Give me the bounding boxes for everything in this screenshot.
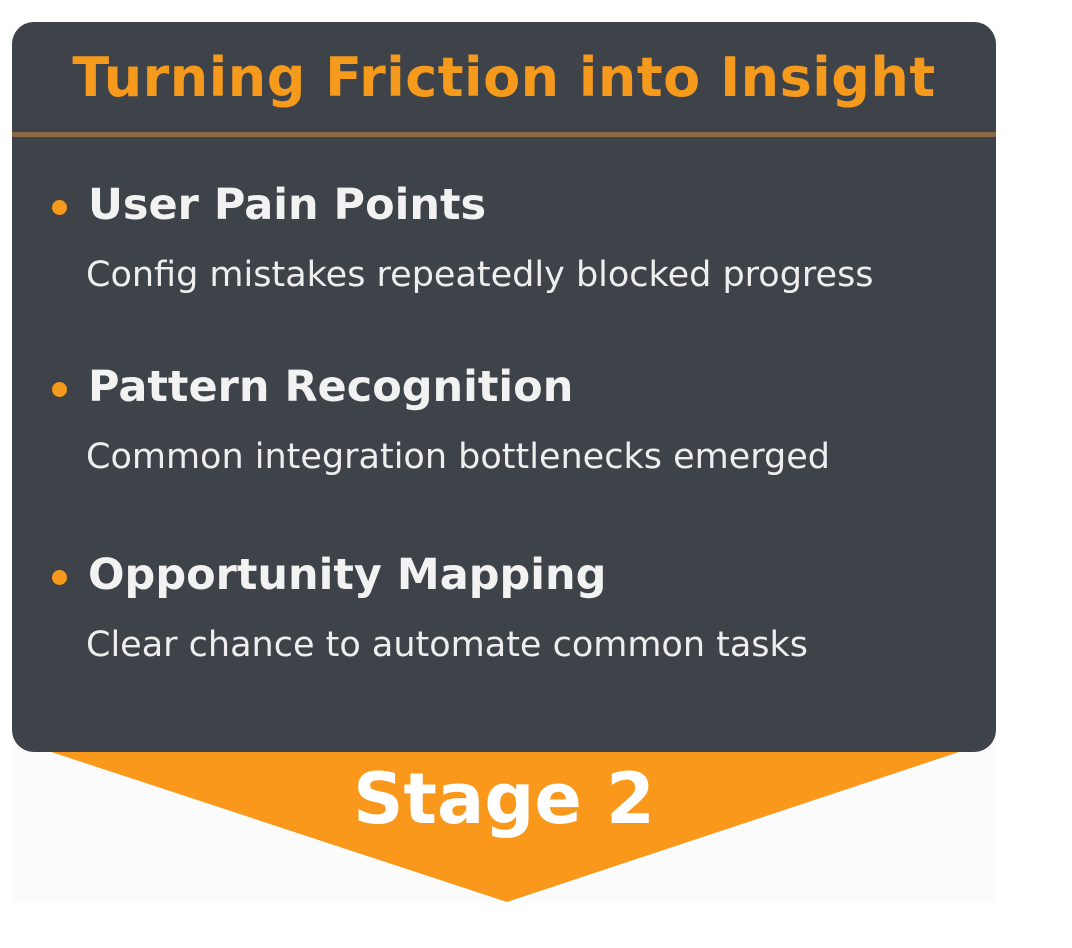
- item-heading: Opportunity Mapping: [88, 550, 607, 600]
- item-heading: Pattern Recognition: [88, 362, 574, 412]
- item-description: Config mistakes repeatedly blocked progr…: [86, 255, 874, 295]
- stage-label: Stage 2: [353, 758, 655, 840]
- title-divider: [12, 132, 996, 137]
- stage-card: Turning Friction into Insight User Pain …: [12, 22, 996, 752]
- item-description: Clear chance to automate common tasks: [86, 625, 809, 665]
- bullet-icon: [52, 570, 67, 585]
- item-heading: User Pain Points: [88, 180, 487, 230]
- stage-arrow-shape: [30, 745, 980, 902]
- card-title: Turning Friction into Insight: [72, 46, 936, 109]
- item-description: Common integration bottlenecks emerged: [86, 437, 830, 477]
- bullet-icon: [52, 200, 67, 215]
- bullet-icon: [52, 382, 67, 397]
